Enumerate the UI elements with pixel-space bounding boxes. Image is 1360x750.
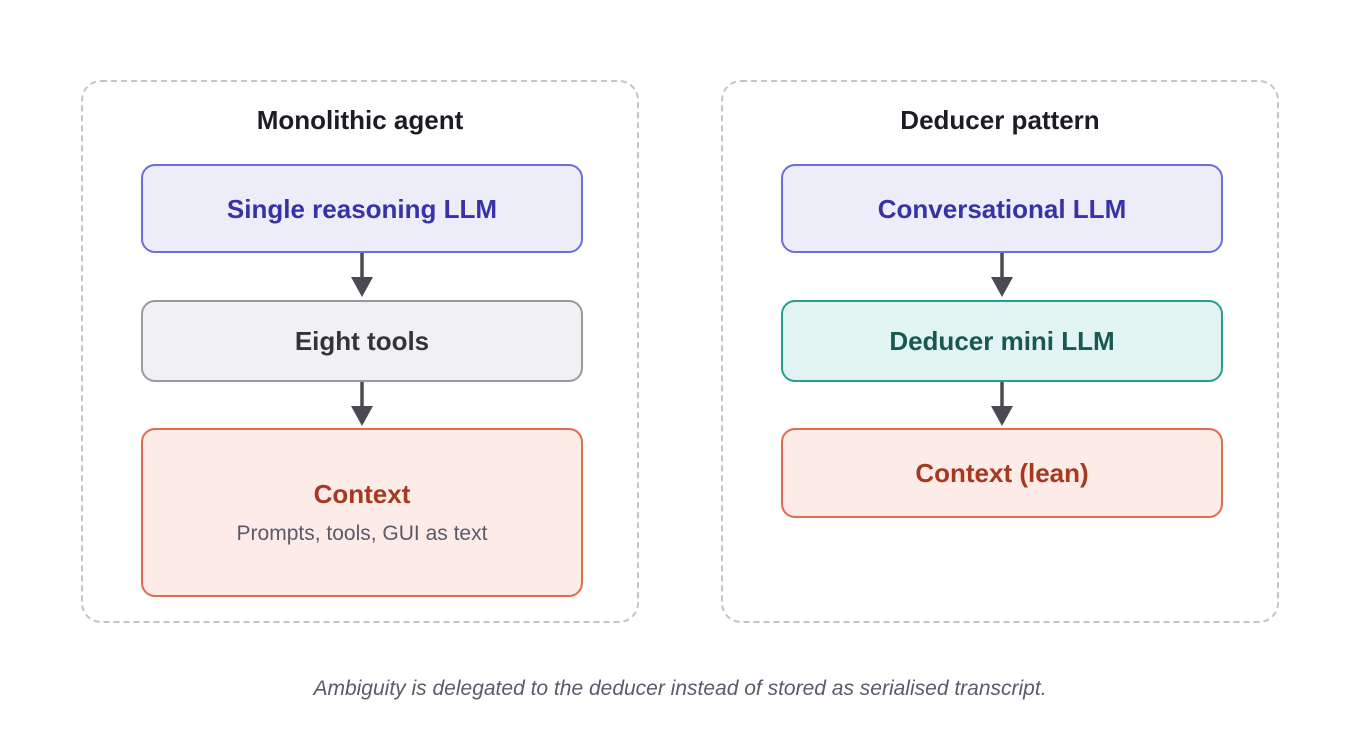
monolithic-agent-title: Monolithic agent bbox=[256, 105, 464, 135]
single-reasoning-llm-label: Single reasoning LLM bbox=[226, 193, 498, 224]
deducer-pattern-panel: Deducer pattern Conversational LLM Deduc… bbox=[721, 80, 1279, 623]
context-node: Context Prompts, tools, GUI as text bbox=[141, 428, 583, 597]
eight-tools-node: Eight tools bbox=[141, 300, 583, 382]
single-reasoning-llm-node: Single reasoning LLM bbox=[141, 164, 583, 253]
conversational-llm-node: Conversational LLM bbox=[781, 164, 1223, 253]
conversational-llm-label: Conversational LLM bbox=[877, 193, 1127, 224]
context-label: Context bbox=[313, 478, 411, 509]
context-lean-node: Context (lean) bbox=[781, 428, 1223, 518]
arrow-down-icon bbox=[991, 382, 1013, 426]
deducer-mini-llm-label: Deducer mini LLM bbox=[889, 326, 1115, 356]
arrow-down-icon bbox=[991, 253, 1013, 297]
deducer-mini-llm-node: Deducer mini LLM bbox=[781, 300, 1223, 382]
context-subtitle: Prompts, tools, GUI as text bbox=[236, 521, 488, 545]
eight-tools-label: Eight tools bbox=[294, 326, 430, 356]
context-lean-label: Context (lean) bbox=[915, 458, 1089, 488]
monolithic-agent-panel: Monolithic agent Single reasoning LLM Ei… bbox=[81, 80, 639, 623]
diagram-caption: Ambiguity is delegated to the deducer in… bbox=[313, 677, 1047, 700]
arrow-down-icon bbox=[351, 253, 373, 297]
deducer-pattern-title: Deducer pattern bbox=[900, 105, 1100, 135]
arrow-down-icon bbox=[351, 382, 373, 426]
